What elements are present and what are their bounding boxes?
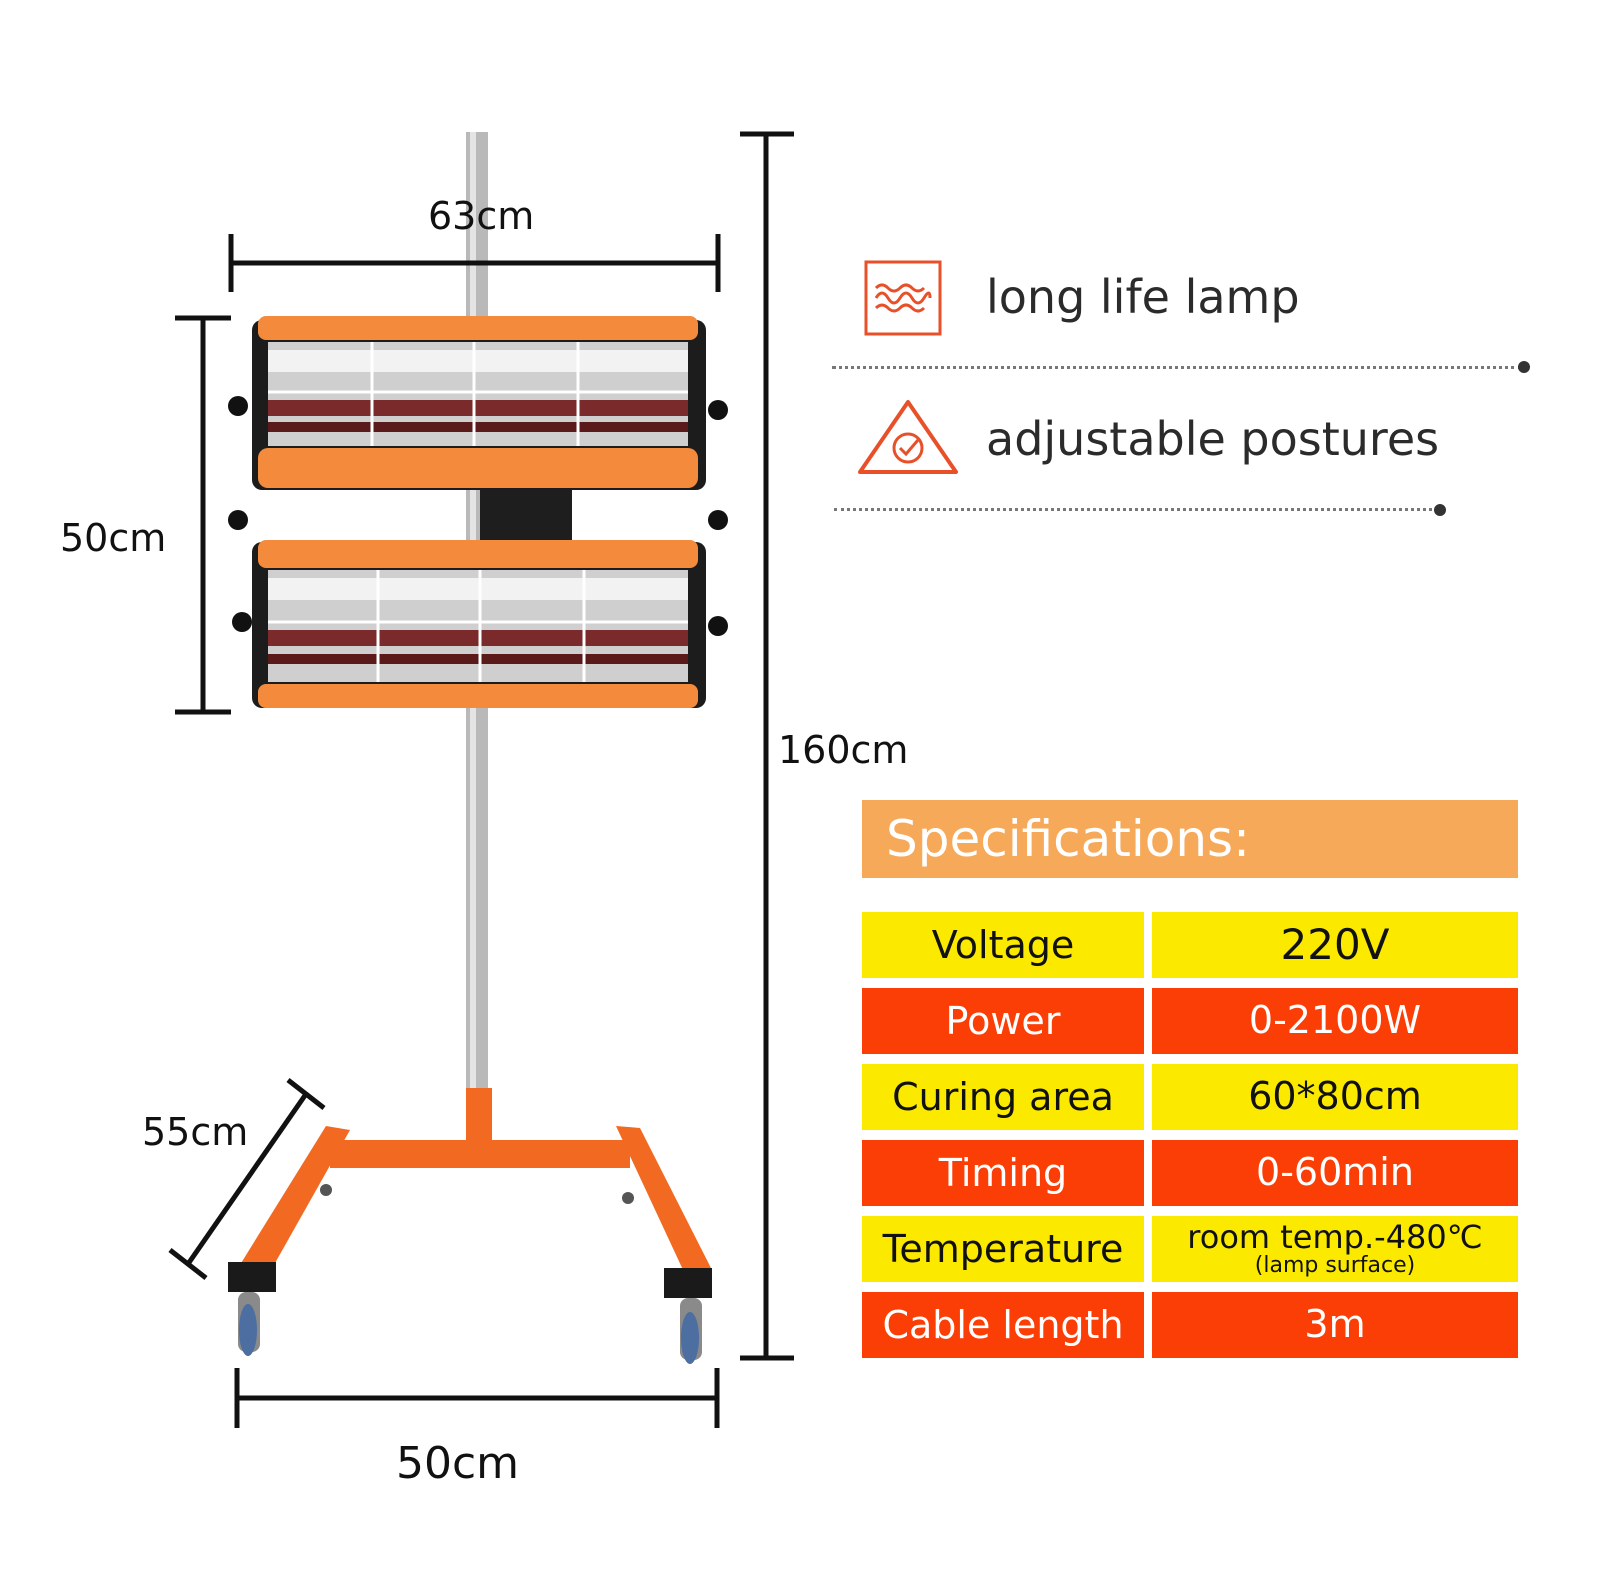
spec-row-cable-length: Cable length 3m [862,1292,1518,1358]
spec-value: 3m [1152,1292,1518,1358]
spec-key: Curing area [862,1064,1144,1130]
total-height-dimension-line [740,131,794,1361]
lamp-height-dimension-line [175,315,231,715]
spec-key: Temperature [862,1216,1144,1282]
spec-key: Voltage [862,912,1144,978]
spec-value: 0-2100W [1152,988,1518,1054]
spec-row-timing: Timing 0-60min [862,1140,1518,1206]
spec-value-text: 60*80cm [1248,1074,1422,1119]
wave-lamp-icon [864,260,942,336]
feature-label: long life lamp [986,270,1300,324]
divider [834,508,1438,511]
spec-value: 60*80cm [1152,1064,1518,1130]
spec-value: 220V [1152,912,1518,978]
stand-base [228,1088,712,1364]
base-width-label: 50cm [396,1438,520,1489]
width-label: 63cm [428,194,535,238]
base-width-dimension-line [234,1368,720,1428]
specifications-title: Specifications: [862,800,1518,878]
spec-value-text: 3m [1304,1302,1366,1347]
spec-value: 0-60min [1152,1140,1518,1206]
upper-lamp-head [228,316,728,490]
feature-label: adjustable postures [986,412,1440,466]
depth-label: 55cm [142,1110,249,1154]
product-illustration [168,131,794,1428]
lamp-bracket [480,485,572,545]
divider [832,366,1522,369]
lower-lamp-head [228,510,728,708]
spec-row-power: Power 0-2100W [862,988,1518,1054]
spec-value-text: 220V [1280,919,1390,969]
spec-row-temperature: Temperature room temp.-480℃ (lamp surfac… [862,1216,1518,1282]
adjust-check-icon [858,400,958,474]
spec-key: Power [862,988,1144,1054]
specifications-table: Voltage 220V Power 0-2100W Curing area 6… [862,912,1518,1368]
divider-dot [1434,504,1446,516]
spec-value-note: (lamp surface) [1254,1253,1416,1279]
spec-row-curing-area: Curing area 60*80cm [862,1064,1518,1130]
spec-key: Timing [862,1140,1144,1206]
width-dimension-line [228,234,721,292]
spec-value: room temp.-480℃ (lamp surface) [1152,1216,1518,1282]
spec-value-text: 0-2100W [1248,998,1422,1043]
spec-key: Cable length [862,1292,1144,1358]
depth-dimension-line [168,1078,326,1280]
spec-row-voltage: Voltage 220V [862,912,1518,978]
spec-value-text: 0-60min [1256,1150,1414,1195]
spec-value-text: room temp.-480℃ [1187,1217,1483,1256]
divider-dot [1518,361,1530,373]
total-height-label: 160cm [778,728,909,772]
lamp-height-label: 50cm [60,516,167,560]
